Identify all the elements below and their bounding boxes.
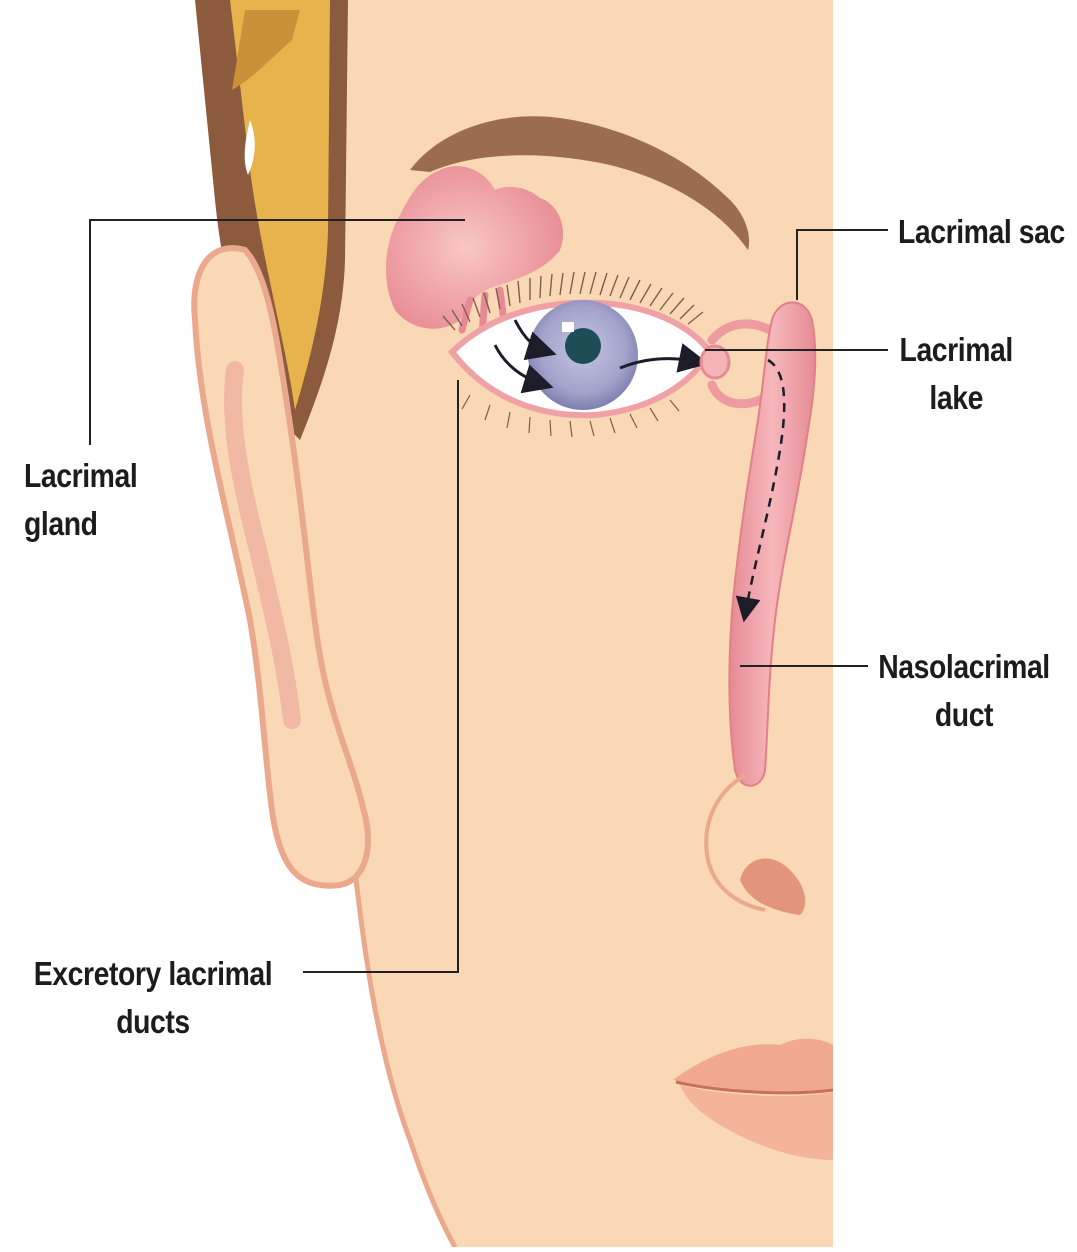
label-lacrimal-lake-line2: lake	[896, 374, 1016, 422]
label-lacrimal-gland-line2: gland	[24, 500, 137, 548]
label-excretory-ducts: Excretory lacrimal ducts	[24, 950, 282, 1046]
label-lacrimal-lake-line1: Lacrimal	[896, 326, 1016, 374]
pupil-highlight	[562, 322, 574, 332]
pupil	[565, 328, 601, 364]
label-lacrimal-gland: Lacrimal gland	[24, 452, 137, 548]
label-nasolacrimal-duct: Nasolacrimal duct	[878, 643, 1050, 739]
label-lacrimal-gland-line1: Lacrimal	[24, 452, 137, 500]
label-lacrimal-lake: Lacrimal lake	[896, 326, 1016, 422]
label-nasolacrimal-duct-line2: duct	[878, 691, 1050, 739]
label-nasolacrimal-duct-line1: Nasolacrimal	[878, 643, 1050, 691]
label-excretory-ducts-line2: ducts	[24, 998, 282, 1046]
label-excretory-ducts-line1: Excretory lacrimal	[24, 950, 282, 998]
label-lacrimal-sac: Lacrimal sac	[898, 208, 1065, 256]
label-lacrimal-sac-text: Lacrimal sac	[898, 208, 1065, 256]
